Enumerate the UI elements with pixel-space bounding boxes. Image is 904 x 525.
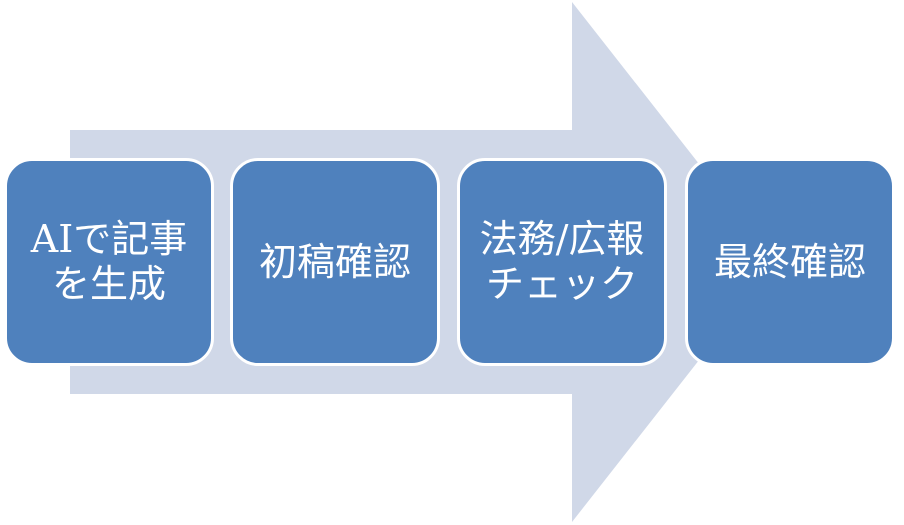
- step-box-final-review: 最終確認: [685, 158, 895, 366]
- step-label-generate: AIで記事を生成: [30, 217, 188, 306]
- step-box-first-review: 初稿確認: [230, 158, 440, 366]
- step-box-legal-pr-check: 法務/広報チェック: [457, 158, 667, 366]
- step-label-final-review: 最終確認: [713, 239, 866, 284]
- step-label-first-review: 初稿確認: [258, 239, 411, 284]
- step-box-generate: AIで記事を生成: [4, 158, 214, 366]
- step-label-legal-pr-check: 法務/広報チェック: [479, 217, 645, 306]
